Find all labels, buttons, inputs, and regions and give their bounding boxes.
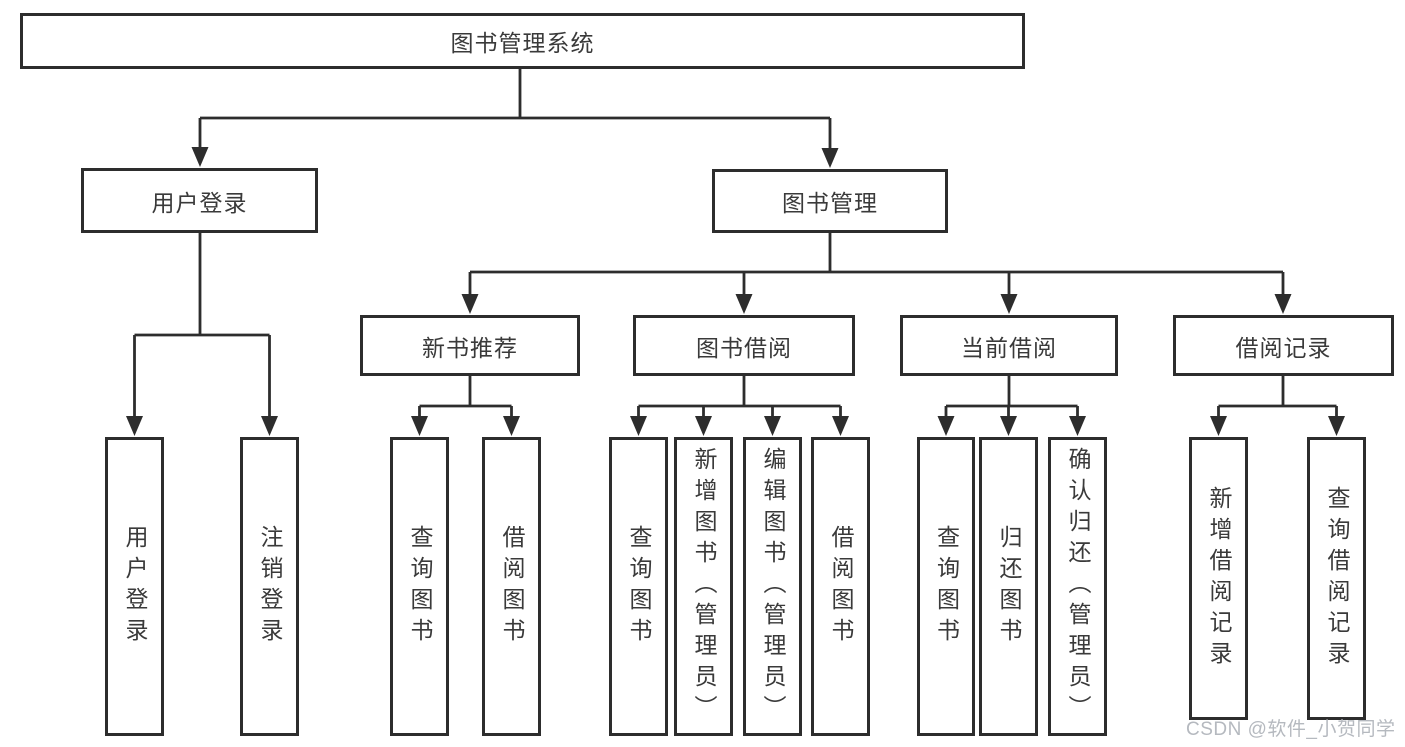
node-current-borrowing: 当前借阅 <box>900 315 1118 376</box>
node-edit-books-admin: 编辑图书（管理员） <box>743 437 802 736</box>
node-borrowing-records: 借阅记录 <box>1173 315 1394 376</box>
node-library-management-system: 图书管理系统 <box>20 13 1025 69</box>
csdn-watermark: CSDN @软件_小贺同学 <box>1186 719 1396 740</box>
node-borrow-books-borrowing: 借阅图书 <box>811 437 870 736</box>
node-book-borrowing: 图书借阅 <box>633 315 855 376</box>
node-book-management: 图书管理 <box>712 169 948 233</box>
node-logout: 注销登录 <box>240 437 299 736</box>
node-add-books-admin: 新增图书（管理员） <box>674 437 733 736</box>
node-return-books: 归还图书 <box>979 437 1038 736</box>
node-query-borrow-record: 查询借阅记录 <box>1307 437 1366 720</box>
node-user-login: 用户登录 <box>105 437 164 736</box>
node-query-books-recommend: 查询图书 <box>390 437 449 736</box>
node-query-books-borrowing: 查询图书 <box>609 437 668 736</box>
node-query-books-current: 查询图书 <box>917 437 975 736</box>
node-user-login-group: 用户登录 <box>81 168 318 233</box>
node-new-book-recommend: 新书推荐 <box>360 315 580 376</box>
node-confirm-return-admin: 确认归还（管理员） <box>1048 437 1107 736</box>
node-add-borrow-record: 新增借阅记录 <box>1189 437 1248 720</box>
node-borrow-books-recommend: 借阅图书 <box>482 437 541 736</box>
